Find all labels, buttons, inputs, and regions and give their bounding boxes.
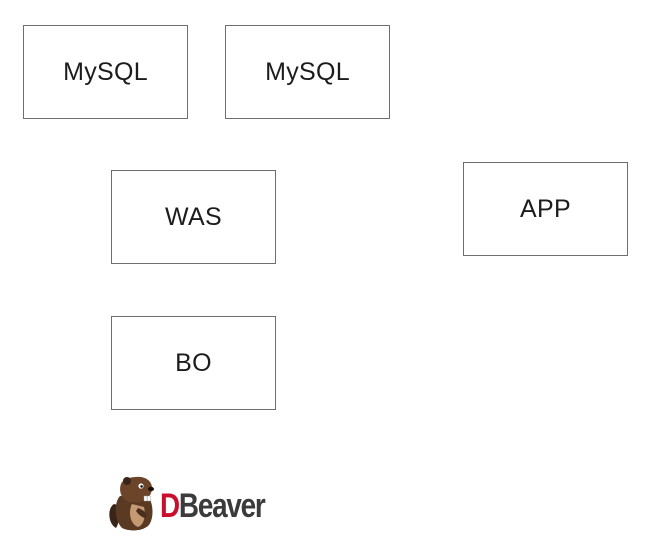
dbeaver-logo: DBeaver [108, 474, 287, 532]
node-was: WAS [111, 170, 276, 264]
node-bo: BO [111, 316, 276, 410]
node-label: MySQL [265, 57, 350, 86]
node-label: WAS [165, 202, 222, 231]
node-app: APP [463, 162, 628, 256]
node-label: APP [520, 194, 571, 223]
beaver-icon [109, 476, 154, 531]
node-mysql-1: MySQL [23, 25, 188, 119]
node-mysql-2: MySQL [225, 25, 390, 119]
dbeaver-wordmark: DBeaver [160, 487, 266, 525]
node-label: BO [175, 348, 212, 377]
node-label: MySQL [63, 57, 148, 86]
